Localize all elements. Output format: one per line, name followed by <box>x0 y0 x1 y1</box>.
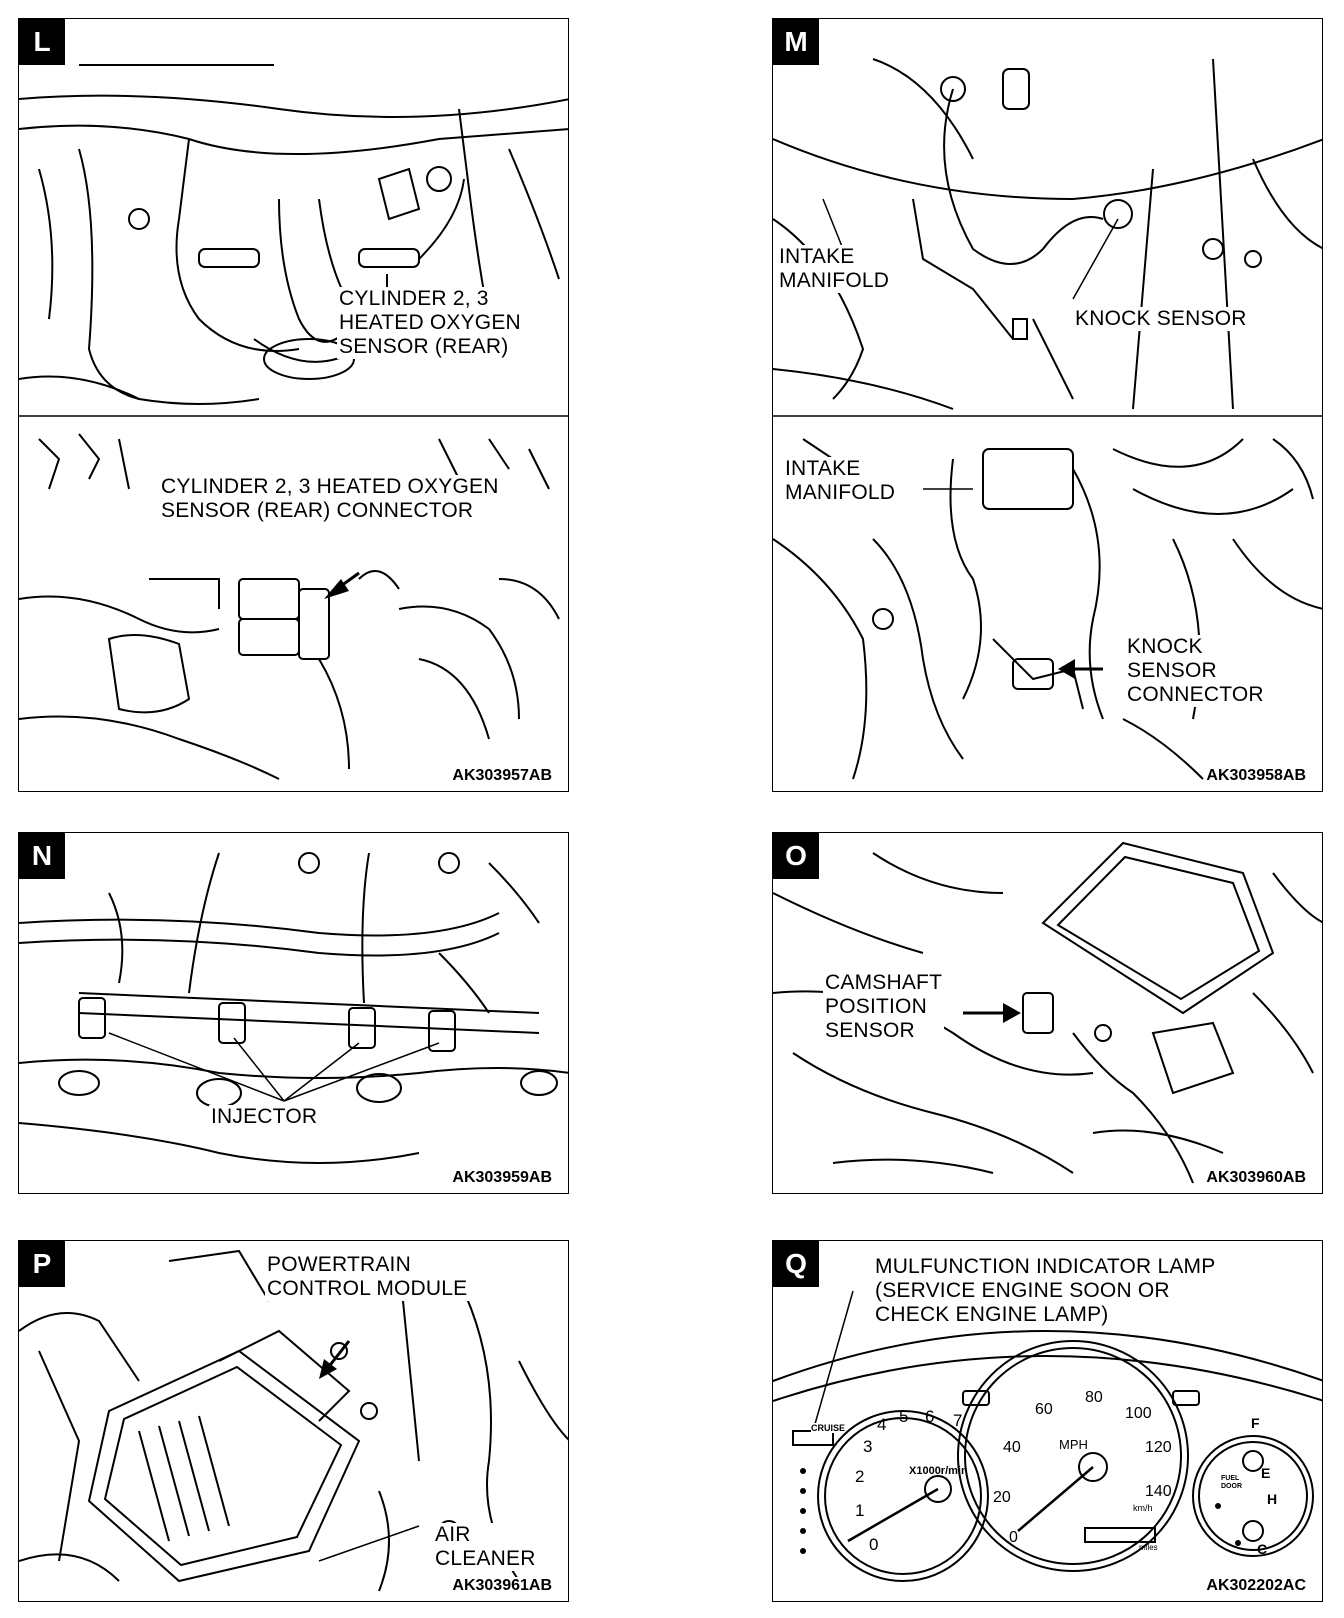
fuel-door-label: FUEL DOOR <box>1221 1475 1242 1490</box>
panel-q: Q <box>772 1240 1323 1602</box>
figure-code: AK302202AC <box>1204 1577 1308 1595</box>
panel-n: N <box>18 832 569 1194</box>
fuel-full-label: F <box>1251 1415 1260 1431</box>
tach-tick-6: 6 <box>925 1407 935 1426</box>
tach-tick-2: 2 <box>855 1467 865 1486</box>
panel-o: O CAMSHAFT POSITION SENSOR AK303960AB <box>772 832 1323 1194</box>
panel-badge: M <box>773 19 819 65</box>
tachometer-unit: X1000r/min <box>909 1465 968 1477</box>
label-oxygen-sensor-connector: CYLINDER 2, 3 HEATED OXYGEN SENSOR (REAR… <box>159 475 501 523</box>
label-powertrain-control-module: POWERTRAIN CONTROL MODULE <box>265 1253 470 1301</box>
label-intake-manifold-top: INTAKE MANIFOLD <box>777 245 892 293</box>
figure-code: AK303960AB <box>1204 1169 1308 1187</box>
cruise-indicator: CRUISE <box>811 1423 846 1433</box>
figure-code: AK303961AB <box>450 1577 554 1595</box>
speed-tick-120: 120 <box>1145 1439 1172 1456</box>
temp-cold-label: C <box>1257 1541 1268 1557</box>
label-knock-sensor: KNOCK SENSOR <box>1073 307 1249 331</box>
figure-code: AK303958AB <box>1204 767 1308 785</box>
temp-hot-label: H <box>1267 1491 1278 1507</box>
speedometer-unit: MPH <box>1059 1437 1088 1452</box>
label-injector: INJECTOR <box>209 1105 320 1129</box>
label-intake-manifold-bottom: INTAKE MANIFOLD <box>783 457 898 505</box>
speed-tick-60: 60 <box>1035 1401 1053 1418</box>
speed-tick-80: 80 <box>1085 1389 1103 1406</box>
camshaft-sensor-illustration <box>773 841 1322 1184</box>
label-knock-sensor-connector: KNOCK SENSOR CONNECTOR <box>1125 635 1266 707</box>
panel-m: M <box>772 18 1323 792</box>
tach-tick-0: 0 <box>869 1535 879 1554</box>
panel-badge: P <box>19 1241 65 1287</box>
injector-illustration <box>19 852 568 1164</box>
speed-tick-0: 0 <box>1009 1529 1018 1546</box>
tach-tick-3: 3 <box>863 1437 873 1456</box>
speed-tick-140: 140 <box>1145 1483 1172 1500</box>
panel-badge: L <box>19 19 65 65</box>
panel-badge: N <box>19 833 65 879</box>
speed-tick-100: 100 <box>1125 1405 1152 1422</box>
label-malfunction-indicator-lamp: MULFUNCTION INDICATOR LAMP (SERVICE ENGI… <box>873 1255 1218 1327</box>
speedometer-kmh-unit: km/h <box>1133 1503 1153 1513</box>
exhaust-manifold-illustration <box>19 64 568 780</box>
tach-tick-5: 5 <box>899 1407 909 1426</box>
speed-tick-40: 40 <box>1003 1439 1021 1456</box>
figure-code: AK303957AB <box>450 767 554 785</box>
panel-p: P POWERTRAIN CONTROL MODULE <box>18 1240 569 1602</box>
figure-code: AK303959AB <box>450 1169 554 1187</box>
panel-badge: Q <box>773 1241 819 1287</box>
speed-tick-20: 20 <box>993 1489 1011 1506</box>
label-air-cleaner: AIR CLEANER <box>433 1523 538 1571</box>
tach-tick-7: 7 <box>953 1411 963 1430</box>
fuel-empty-label: E <box>1261 1465 1271 1481</box>
tach-tick-4: 4 <box>877 1415 887 1434</box>
instrument-cluster-illustration <box>773 1290 1322 1582</box>
tach-tick-1: 1 <box>855 1501 865 1520</box>
odometer-unit: miles <box>1139 1543 1158 1552</box>
label-camshaft-position-sensor: CAMSHAFT POSITION SENSOR <box>823 971 945 1043</box>
label-oxygen-sensor: CYLINDER 2, 3 HEATED OXYGEN SENSOR (REAR… <box>337 287 523 359</box>
panel-badge: O <box>773 833 819 879</box>
panel-l: L <box>18 18 569 792</box>
